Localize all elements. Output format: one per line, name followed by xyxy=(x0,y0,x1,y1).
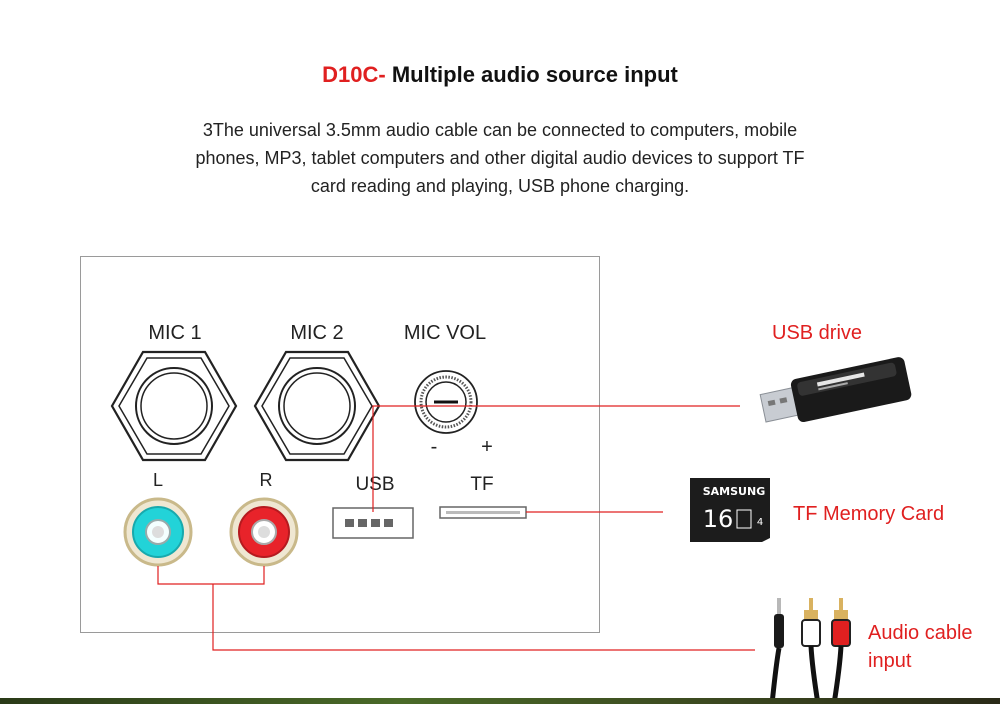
tf-label: TF xyxy=(470,474,494,495)
mic1-label: MIC 1 xyxy=(148,322,202,344)
usb-drive-label: USB drive xyxy=(772,322,863,344)
mic1-jack xyxy=(110,350,238,462)
description-line: 3The universal 3.5mm audio cable can be … xyxy=(202,120,798,140)
rca-right-jack xyxy=(229,497,299,567)
description: 3The universal 3.5mm audio cable can be … xyxy=(130,116,870,200)
vol-plus-label: + xyxy=(481,436,493,458)
tf-card-slot xyxy=(439,506,527,519)
svg-text:SAMSUNG: SAMSUNG xyxy=(703,485,765,498)
usb-label: USB xyxy=(355,474,395,495)
svg-text:4: 4 xyxy=(757,517,763,528)
audio-cable-label-2: input xyxy=(868,650,912,672)
svg-text:16: 16 xyxy=(703,505,734,533)
rca-left-jack xyxy=(123,497,193,567)
page-title: D10C- Multiple audio source input xyxy=(0,62,1000,88)
description-line: phones, MP3, tablet computers and other … xyxy=(195,148,805,168)
mic-vol-label: MIC VOL xyxy=(403,322,487,344)
model-name: D10C- xyxy=(322,62,386,87)
rca-left-label: L xyxy=(152,470,163,490)
mic-volume-knob xyxy=(414,370,478,434)
tf-card-label: TF Memory Card xyxy=(793,503,945,525)
audio-cable-icon xyxy=(769,598,851,704)
audio-cable-label: Audio cable xyxy=(868,622,973,644)
tf-memory-card-icon: SAMSUNG 16 4 xyxy=(690,478,770,542)
mic2-jack xyxy=(253,350,381,462)
mic2-label: MIC 2 xyxy=(290,322,344,344)
description-line: card reading and playing, USB phone char… xyxy=(310,176,690,196)
usb-port xyxy=(332,507,414,539)
title-text: Multiple audio source input xyxy=(391,62,678,87)
bottom-decoration-bar xyxy=(0,698,1000,704)
rca-right-label: R xyxy=(259,470,273,490)
usb-drive-icon xyxy=(759,357,912,423)
connection-lines xyxy=(157,405,755,651)
vol-minus-label: - xyxy=(430,436,438,458)
